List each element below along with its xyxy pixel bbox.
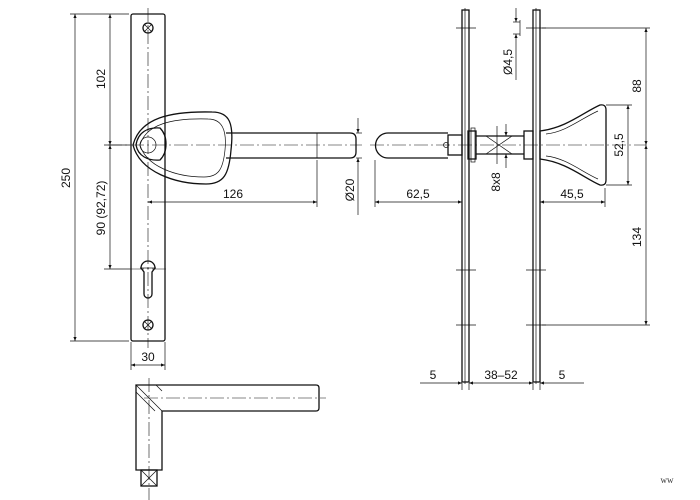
spindle [476,135,524,155]
top-view [135,378,326,500]
dim-door-thickness: 38–52 [484,368,518,382]
dim-screw-hole: Ø4,5 [501,49,515,75]
left-plate [461,9,470,383]
corner-stamp: ww [661,475,674,485]
spindle-square-icon [140,469,158,487]
dim-knob-projection: 45,5 [560,187,584,201]
dim-top-to-handle: 102 [94,69,108,89]
dim-upper-offset: 88 [630,79,644,93]
front-view [108,8,362,348]
dim-rose-projection: 62,5 [406,187,430,201]
dim-knob-diameter: 52,5 [612,133,626,157]
dim-plate-thickness-left: 5 [430,368,437,382]
side-dimensions: 62,5 45,5 8x8 Ø4,5 88 134 52,5 5 38–52 5 [374,8,650,390]
side-view [370,8,646,384]
bottom-screw-icon [142,319,154,331]
dim-plate-width: 30 [141,350,155,364]
front-dimensions: 250 102 90 (92,72) 30 126 Ø20 [59,13,362,370]
lever-end-profile [374,132,448,159]
cylinder-keyhole [140,260,156,299]
lever-rose [132,111,233,185]
knob-profile [539,104,607,186]
top-screw-icon [142,22,154,34]
dim-handle-diameter: Ø20 [343,178,357,201]
lever-arm [226,132,357,159]
dim-plate-thickness-right: 5 [559,368,566,382]
dim-handle-length: 126 [223,187,243,201]
right-plate [532,9,541,383]
dim-overall-height: 250 [59,168,73,188]
dim-spindle: 8x8 [489,172,503,192]
dim-handle-to-cylinder: 90 (92,72) [94,181,108,236]
dim-lower-offset: 134 [630,227,644,247]
